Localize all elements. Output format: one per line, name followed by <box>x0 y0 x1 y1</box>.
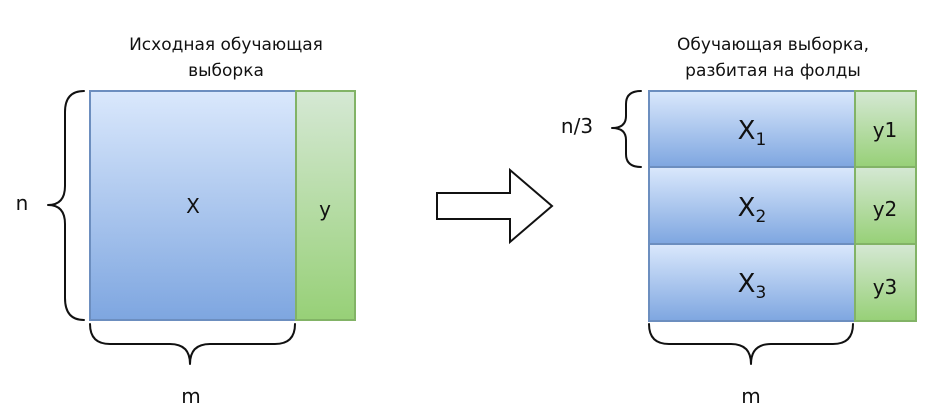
original-caption-line2: выборка <box>188 61 264 81</box>
folded-caption-line2: разбитая на фолды <box>685 61 861 81</box>
fold-2: X2 y2 <box>648 166 917 245</box>
fold-rows-label: n/3 <box>561 114 593 138</box>
columns-brace <box>89 323 296 365</box>
fold-2-x-label: X2 <box>738 193 767 227</box>
feature-matrix-label: X <box>186 194 200 218</box>
folded-caption-line1: Обучающая выборка, <box>677 35 869 55</box>
fold-2-x-subscript: 2 <box>755 207 766 227</box>
fold-3-x-label: X3 <box>738 269 767 303</box>
fold-1-y-block <box>854 90 917 168</box>
folded-dataset: Обучающая выборка, разбитая на фолды X1 … <box>561 35 917 408</box>
target-vector-y <box>295 90 356 321</box>
fold-1-x-label: X1 <box>738 116 767 150</box>
target-vector-label: y <box>319 197 331 221</box>
original-caption-line1: Исходная обучающая <box>129 35 323 55</box>
fold-2-y-label: y2 <box>873 197 898 221</box>
feature-matrix-x <box>89 90 297 321</box>
fold-1: X1 y1 <box>648 90 917 168</box>
folded-columns-label: m <box>741 384 760 408</box>
fold-1-x-block <box>648 90 856 168</box>
fold-2-y-block <box>854 166 917 245</box>
fold-3-y-label: y3 <box>873 275 898 299</box>
rows-label: n <box>16 191 29 215</box>
fold-1-y-label: y1 <box>873 118 898 142</box>
transform-arrow <box>436 167 554 245</box>
columns-label: m <box>181 384 200 408</box>
fold-1-x-main: X <box>738 116 756 146</box>
fold-3-x-subscript: 3 <box>755 283 766 303</box>
fold-1-x-subscript: 1 <box>755 130 766 150</box>
fold-3: X3 y3 <box>648 243 917 322</box>
folded-columns-brace <box>648 323 854 365</box>
rows-brace <box>47 90 85 321</box>
fold-2-x-main: X <box>738 193 756 223</box>
fold-3-y-block <box>854 243 917 322</box>
fold-rows-brace <box>611 90 642 168</box>
fold-3-x-main: X <box>738 269 756 299</box>
original-dataset: Исходная обучающая выборка X y n m <box>16 35 356 408</box>
